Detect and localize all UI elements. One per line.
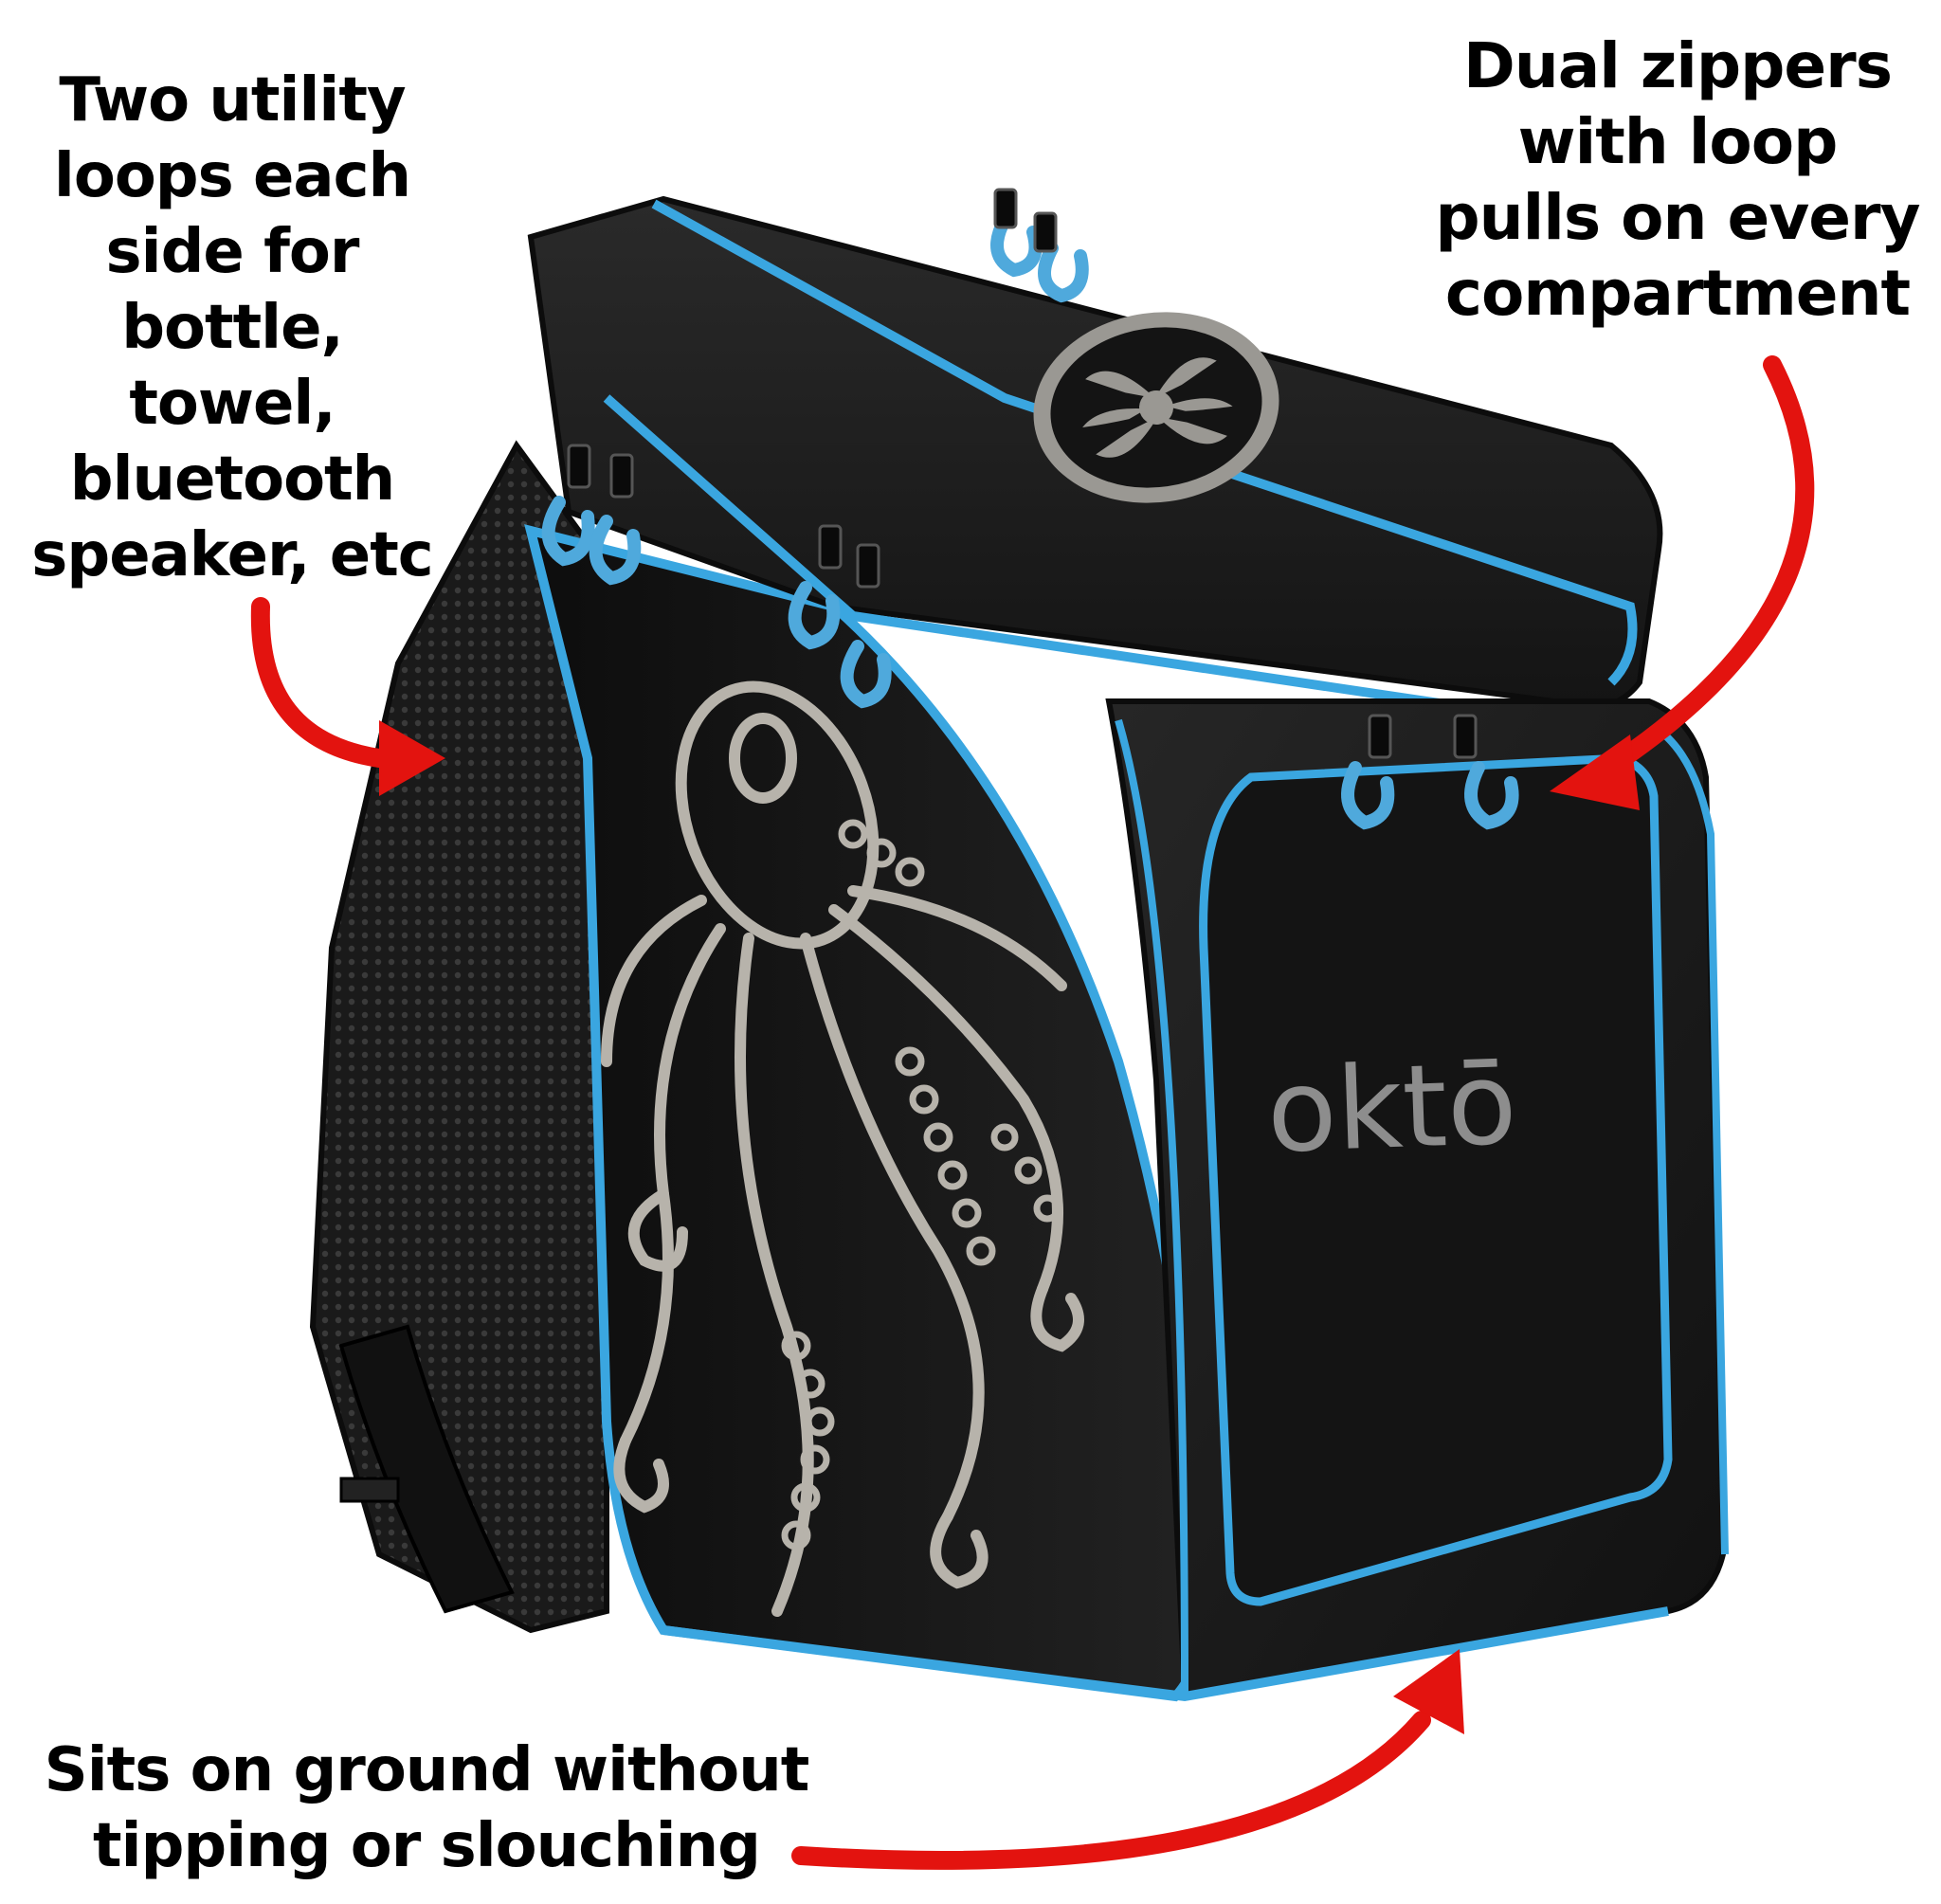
octopus-print xyxy=(601,680,1084,1617)
strap-buckle xyxy=(339,1477,400,1503)
front-pocket xyxy=(1199,753,1673,1606)
bottom-trim xyxy=(662,1606,1669,1702)
callout-line: loops each xyxy=(53,141,411,211)
callout-line: Sits on ground without xyxy=(44,1735,810,1805)
octopus-suckers xyxy=(781,819,1061,1550)
shoulder-strap xyxy=(338,1324,515,1614)
callout-line: speaker, etc xyxy=(31,520,433,590)
zipper-sliders xyxy=(567,188,1478,759)
arrow-to-side-loops xyxy=(250,597,389,768)
callout-line: bluetooth xyxy=(69,444,395,515)
arrowheads xyxy=(379,720,1640,1734)
arrow-to-base xyxy=(791,1711,1431,1870)
callout-line: compartment xyxy=(1444,257,1911,330)
callout-line: side for xyxy=(105,217,360,287)
callout-line: Dual zippers xyxy=(1462,29,1893,102)
callout-sits-on-ground: Sits on ground without tipping or slouch… xyxy=(19,1732,834,1884)
arrowhead-zipper-pulls xyxy=(1550,734,1640,810)
callout-line: Two utility xyxy=(59,65,406,136)
callout-utility-loops: Two utility loops each side for bottle, … xyxy=(9,63,455,593)
arrowhead-side-loops xyxy=(379,720,445,796)
callout-line: tipping or slouching xyxy=(93,1811,761,1881)
arrows xyxy=(250,355,1815,1870)
brand-logo: oktō xyxy=(1265,1038,1519,1178)
callout-dual-zippers: Dual zippers with loop pulls on every co… xyxy=(1422,28,1933,332)
octopus-emblem-icon xyxy=(1033,312,1279,503)
callout-line: pulls on every xyxy=(1435,181,1920,254)
callout-line: with loop xyxy=(1517,105,1839,178)
top-flap-trim xyxy=(651,199,1638,686)
arrow-to-zipper-pulls xyxy=(1592,355,1815,782)
arrowhead-base xyxy=(1393,1649,1464,1734)
callout-line: towel, xyxy=(129,369,336,439)
callout-line: bottle, xyxy=(121,293,344,363)
